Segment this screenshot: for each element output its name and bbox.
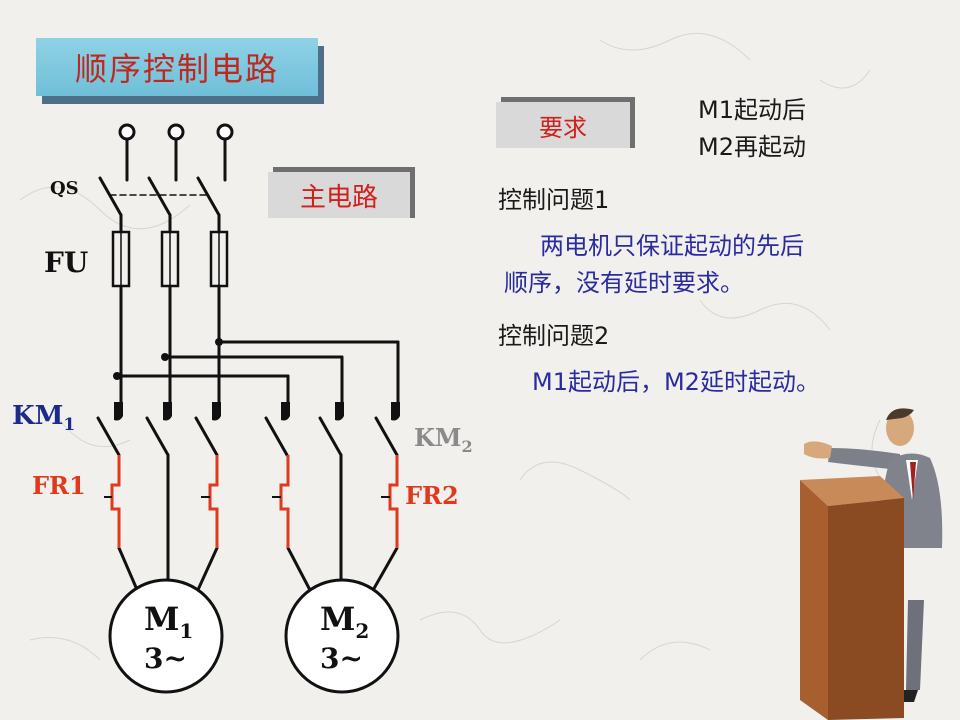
fr2-heater-3 [388,455,399,548]
label-m1-phase: 3~ [144,642,187,675]
qs-blade-1 [98,176,123,217]
label-m1-sub: 1 [179,619,193,643]
km2-blade-2 [318,416,343,457]
problem1-body-line-2: 顺序，没有延时要求。 [504,269,744,297]
problem1-heading: 控制问题1 [498,186,610,214]
km1-blade-1 [96,416,121,457]
terminal-l3 [216,123,234,141]
junction-dot-2 [161,353,169,361]
km2-contact-1 [281,402,290,421]
terminal-l2 [167,123,185,141]
label-km1: KM1 [12,401,75,435]
km2-blade-3 [374,416,399,457]
page-title: 顺序控制电路 [36,38,318,96]
junction-dot-3 [113,372,121,380]
requirement-line-1: M1起动后 [698,96,806,124]
label-km2: KM2 [414,423,473,456]
label-m2: M2 [320,600,369,643]
fr1-heater-3 [208,455,219,548]
presenter-at-podium-illustration [800,408,943,720]
label-qs: QS [50,178,79,199]
problem1-body-line-1: 两电机只保证起动的先后 [540,232,804,260]
label-km1-sub: 1 [63,415,75,435]
km1-blade-3 [194,416,219,457]
fr1-heater-1 [110,455,121,548]
qs-blade-3 [196,176,221,217]
km1-blade-2 [145,416,170,457]
main-circuit-tag: 主电路 [268,172,410,218]
label-fr1: FR1 [32,471,86,500]
problem2-heading: 控制问题2 [498,322,610,350]
km2-contact-2 [335,402,344,421]
label-m1: M1 [144,600,193,643]
fr2-heater-1 [279,455,290,548]
requirement-tag: 要求 [496,102,630,148]
qs-blade-2 [147,176,172,217]
requirement-line-2: M2再起动 [698,133,806,161]
junction-dot-1 [215,338,223,346]
label-km2-sub: 2 [461,437,472,456]
problem2-body: M1起动后，M2延时起动。 [532,368,820,396]
motor-m2 [284,578,400,694]
label-fu: FU [44,246,88,279]
label-m2-sub: 2 [355,619,369,643]
label-m2-phase: 3~ [320,642,363,675]
label-fr2: FR2 [405,481,459,510]
km1-contact-1 [114,402,123,421]
km2-contact-3 [391,402,400,421]
motor-m1 [108,578,224,694]
km1-contact-2 [163,402,172,421]
terminal-l1 [118,123,136,141]
km1-contact-3 [212,402,221,421]
km2-blade-1 [264,416,289,457]
